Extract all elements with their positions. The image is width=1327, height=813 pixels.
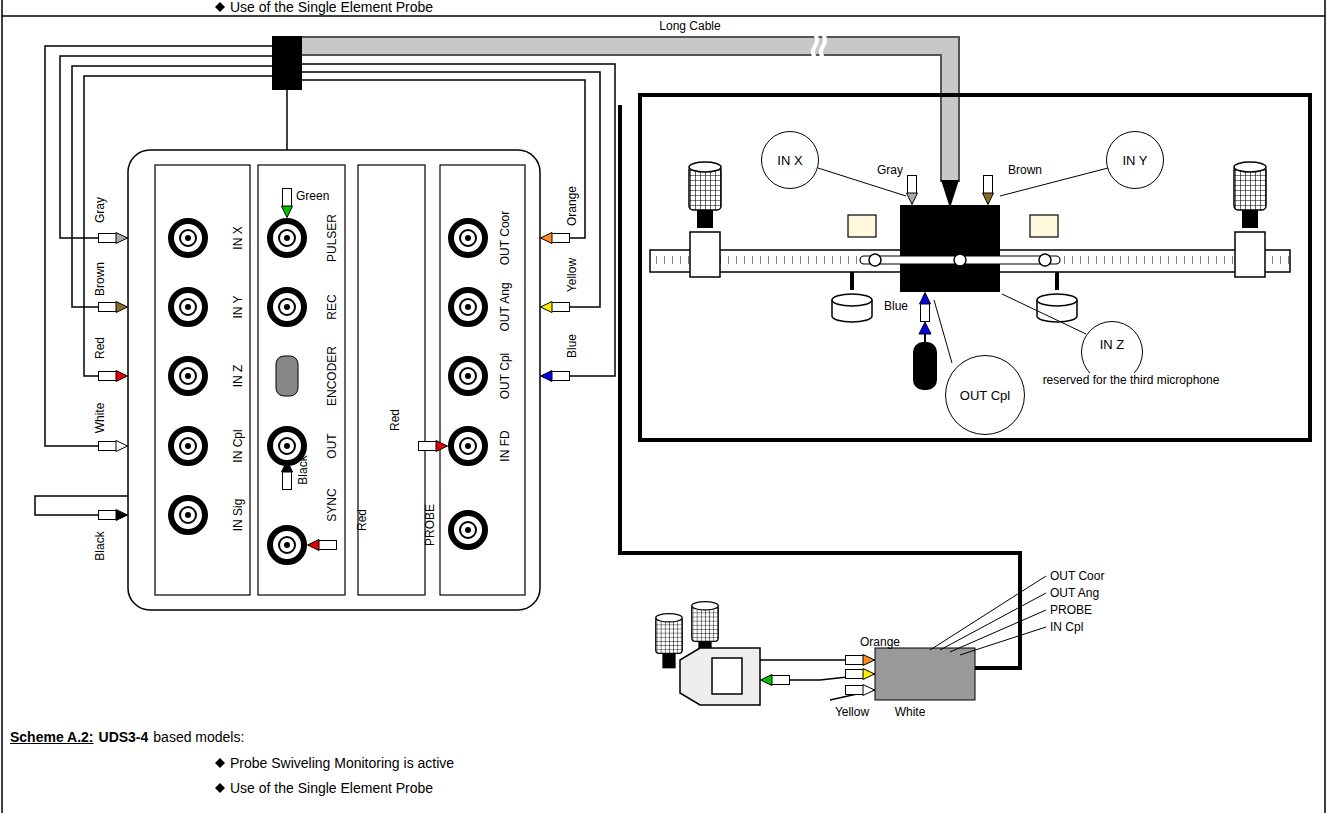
scanner	[620, 95, 1310, 668]
cable-junction	[272, 36, 302, 90]
port-name: PULSER	[325, 214, 339, 262]
port-name: OUT	[325, 433, 339, 458]
wire-color: Orange	[860, 635, 900, 649]
callout-circle: IN Zreserved for the third microphone	[1081, 321, 1143, 383]
port-name: IN Sig	[231, 499, 245, 532]
port-name: ENCODER	[325, 346, 339, 406]
caption-text: UDS3-4	[99, 729, 149, 745]
callout-circle: OUT Cpl	[945, 355, 1025, 435]
callout-note: reserved for the third microphone	[1042, 373, 1221, 387]
bullet-text: Use of the Single Element Probe	[230, 0, 433, 15]
wire-color: Brown	[93, 262, 107, 296]
port-name: IN Cpl	[231, 429, 245, 462]
port-name: PROBE	[423, 504, 437, 546]
port-name: IN Cpl	[1050, 620, 1083, 634]
port-name: PROBE	[1050, 603, 1092, 617]
port-name: IN X	[231, 226, 245, 249]
port-name: REC	[325, 294, 339, 319]
wire-color: White	[895, 705, 926, 719]
port-name: IN Y	[231, 295, 245, 318]
port-name: IN FD	[498, 430, 512, 461]
cable-label: Long Cable	[659, 19, 720, 33]
wire-color: Gray	[877, 163, 903, 177]
port-name: OUT Coor	[498, 211, 512, 265]
callout-circle: IN X	[761, 131, 819, 189]
wire-color: Green	[296, 189, 329, 203]
wire-color: Gray	[93, 197, 107, 223]
callout-text: IN Z	[1100, 337, 1125, 352]
bullet	[215, 783, 225, 793]
wire-color: White	[93, 403, 107, 434]
wire-color: Red	[388, 409, 402, 431]
callout-text: IN Y	[1122, 153, 1147, 168]
wire-color: Black	[93, 531, 107, 560]
port-name: OUT Cpl	[498, 353, 512, 399]
wire-color: Brown	[1008, 163, 1042, 177]
wire-color: Blue	[565, 334, 579, 358]
port-name: OUT Coor	[1050, 569, 1104, 583]
plugs	[99, 189, 570, 551]
wire-color: Yellow	[835, 705, 869, 719]
bullet	[215, 2, 225, 12]
wire-color: Black	[296, 455, 310, 484]
bullet	[215, 758, 225, 768]
uds-device	[128, 150, 540, 610]
port-name: SYNC	[325, 488, 339, 521]
wire-color: Yellow	[565, 258, 579, 292]
caption-row: Scheme A.2: UDS3-4based models:	[10, 729, 244, 745]
wire-color: Blue	[884, 299, 908, 313]
bullet-text: Use of the Single Element Probe	[230, 780, 433, 796]
bullet-text: Probe Swiveling Monitoring is active	[230, 755, 454, 771]
wire-color: Red	[93, 337, 107, 359]
port-name: OUT Ang	[498, 282, 512, 331]
caption-text: Scheme A.2:	[10, 729, 94, 745]
probe-assembly	[656, 576, 1046, 705]
callout-circle: IN Y	[1106, 131, 1164, 189]
callout-text: OUT Cpl	[960, 388, 1010, 403]
wire-color: Red	[355, 509, 369, 531]
port-name: IN Z	[231, 365, 245, 388]
wire-color: Orange	[565, 186, 579, 226]
callout-text: IN X	[777, 153, 802, 168]
port-name: OUT Ang	[1050, 586, 1099, 600]
caption-text: based models:	[153, 729, 244, 745]
